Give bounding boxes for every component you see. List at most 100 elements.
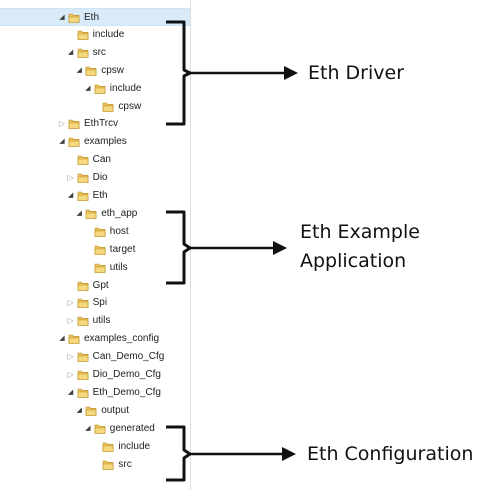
folder-icon <box>94 263 106 273</box>
arrowhead-eth-configuration <box>282 447 296 461</box>
tree-item-label: utils <box>92 315 111 327</box>
expand-arrow-icon[interactable]: ▷ <box>67 298 74 308</box>
tree-item-label: Can_Demo_Cfg <box>92 351 165 363</box>
folder-icon <box>77 155 88 165</box>
tree-item-label: include <box>118 440 151 452</box>
folder-icon <box>85 406 97 416</box>
tree-row[interactable]: ◢ Eth <box>0 187 190 205</box>
folder-icon <box>68 137 80 148</box>
tree-row[interactable]: ▷ Dio <box>0 169 190 187</box>
annotation-eth-driver: Eth Driver <box>308 59 404 88</box>
folder-icon <box>85 66 97 76</box>
tree-item-label: target <box>109 243 136 255</box>
tree-item-label: output <box>101 404 129 416</box>
tree-row[interactable]: ▷ utils <box>0 312 190 330</box>
tree-row[interactable]: Can <box>0 151 190 169</box>
tree-item-label: Can <box>92 154 111 166</box>
collapse-arrow-icon[interactable]: ◢ <box>76 66 82 74</box>
expand-arrow-icon[interactable]: ▷ <box>67 352 74 362</box>
tree-row[interactable]: include <box>0 26 190 44</box>
tree-row[interactable]: ▷Spi <box>0 294 190 312</box>
tree-row[interactable]: ◢ eth_app <box>0 205 190 223</box>
tree-item-label: Dio_Demo_Cfg <box>92 369 161 380</box>
tree-item-label: Eth_Demo_Cfg <box>92 386 161 398</box>
folder-tree-pane[interactable]: ◢ Eth include ◢ src ◢ cpsw ◢ include cpsw ▷ EthTrcv… <box>0 0 191 490</box>
tree-row[interactable]: ◢ src <box>0 44 190 62</box>
tree-item-label: cpsw <box>101 64 124 76</box>
arrowhead-eth-driver <box>284 66 298 80</box>
tree-item-label: Eth <box>92 190 108 201</box>
tree-item-label: generated <box>109 422 155 434</box>
annotation-eth-example-line-1: Eth Example <box>300 221 420 243</box>
folder-icon <box>94 245 106 255</box>
folder-icon <box>103 460 114 470</box>
tree-row[interactable]: ◢ generated <box>0 420 190 438</box>
tree-row[interactable]: src <box>0 456 190 474</box>
folder-icon <box>94 84 106 94</box>
annotation-eth-configuration-line: Eth Configuration <box>307 443 474 465</box>
tree-row[interactable]: target <box>0 241 190 259</box>
folder-icon <box>103 442 114 452</box>
tree-row[interactable]: ▷ EthTrcv <box>0 115 190 133</box>
expand-arrow-icon[interactable]: ▷ <box>67 173 74 183</box>
annotation-eth-driver-line: Eth Driver <box>308 62 405 84</box>
collapse-arrow-icon[interactable]: ◢ <box>67 192 74 199</box>
annotation-eth-example: Eth Example Application <box>300 218 420 276</box>
tree-row[interactable]: ◢ Eth <box>0 8 190 26</box>
annotation-eth-configuration: Eth Configuration <box>307 440 473 469</box>
tree-item-label: src <box>118 458 132 470</box>
collapse-arrow-icon[interactable]: ◢ <box>67 48 74 56</box>
expand-arrow-icon[interactable]: ▷ <box>67 370 74 379</box>
folder-icon <box>77 281 88 291</box>
folder-icon <box>77 388 88 398</box>
expand-arrow-icon[interactable]: ▷ <box>58 119 66 129</box>
tree-row[interactable]: ▷ Can_Demo_Cfg <box>0 348 190 366</box>
tree-item-label: src <box>92 46 106 58</box>
collapse-arrow-icon[interactable]: ◢ <box>59 335 65 343</box>
folder-icon <box>77 48 88 58</box>
tree-row[interactable]: ◢examples_config <box>0 330 190 348</box>
tree-row[interactable]: ◢ cpsw <box>0 62 190 80</box>
collapse-arrow-icon[interactable]: ◢ <box>59 14 65 21</box>
tree-row[interactable]: ◢ Eth_Demo_Cfg <box>0 384 190 402</box>
tree-row[interactable]: ◢ output <box>0 402 190 420</box>
folder-icon <box>103 102 114 112</box>
folder-icon <box>94 424 106 434</box>
folder-icon <box>77 30 88 40</box>
collapse-arrow-icon[interactable]: ◢ <box>67 388 74 396</box>
folder-icon <box>77 316 88 327</box>
expand-arrow-icon[interactable]: ▷ <box>67 316 74 326</box>
folder-icon <box>77 370 88 380</box>
tree-item-label: Dio <box>92 172 108 184</box>
collapse-arrow-icon[interactable]: ◢ <box>76 406 82 414</box>
folder-icon <box>77 173 88 183</box>
collapse-arrow-icon[interactable]: ◢ <box>76 209 82 217</box>
folder-icon <box>77 352 88 362</box>
collapse-arrow-icon[interactable]: ◢ <box>59 138 65 146</box>
folder-icon <box>68 120 80 130</box>
folder-icon <box>77 299 88 309</box>
collapse-arrow-icon[interactable]: ◢ <box>85 84 91 92</box>
tree-item-label: eth_app <box>101 207 138 219</box>
tree-item-label: include <box>109 82 142 94</box>
arrowhead-eth-example <box>273 241 287 255</box>
tree-item-label: utils <box>109 261 128 273</box>
folder-icon <box>77 191 88 201</box>
folder-icon <box>85 209 97 219</box>
annotation-eth-example-line-2: Application <box>300 250 407 272</box>
tree-row[interactable]: cpsw <box>0 98 190 116</box>
tree-row[interactable]: host <box>0 223 190 241</box>
tree-row[interactable]: include <box>0 438 190 456</box>
tree-row[interactable]: ◢ examples <box>0 133 190 151</box>
tree-row[interactable]: utils <box>0 259 190 277</box>
tree-item-label: Eth <box>84 12 100 23</box>
folder-icon <box>68 13 80 23</box>
collapse-arrow-icon[interactable]: ◢ <box>85 424 91 432</box>
tree-item-label: cpsw <box>118 100 142 112</box>
tree-item-label: examples <box>84 136 127 148</box>
tree-row[interactable]: ▷ Dio_Demo_Cfg <box>0 366 190 384</box>
tree-row[interactable]: ◢ include <box>0 80 190 98</box>
tree-row[interactable]: Gpt <box>0 277 190 295</box>
tree-item-label: EthTrcv <box>84 118 119 130</box>
folder-icon <box>68 334 80 344</box>
